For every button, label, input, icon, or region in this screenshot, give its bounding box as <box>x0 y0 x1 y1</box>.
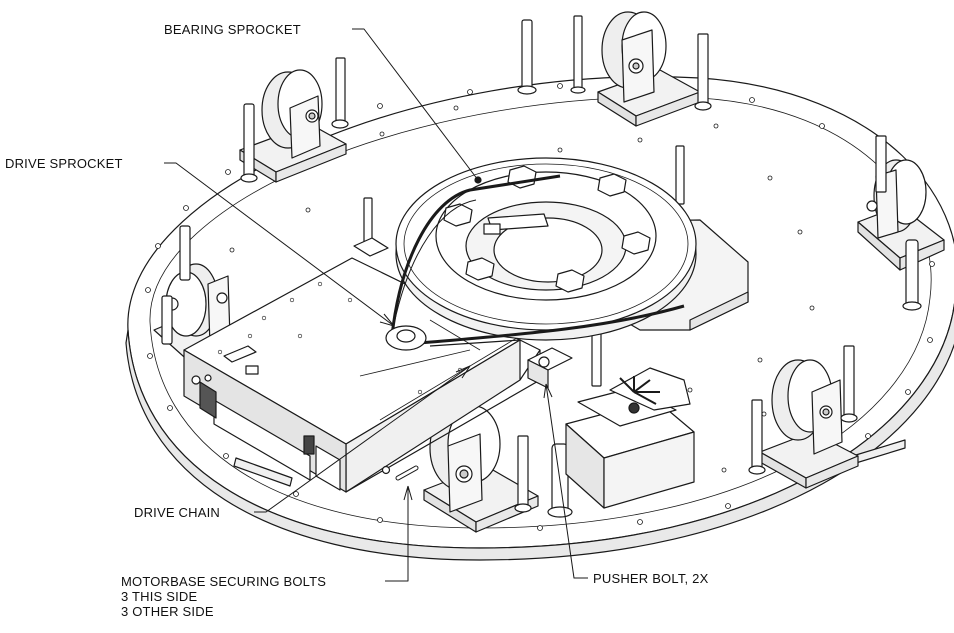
label-motorbase-securing-bolts: MOTORBASE SECURING BOLTS <box>120 574 328 589</box>
label-pusher-bolt: PUSHER BOLT, 2X <box>592 571 710 586</box>
drive-sprocket <box>385 325 427 351</box>
pusher-bolt <box>353 237 573 389</box>
studs <box>161 15 922 518</box>
caster-wheel <box>597 11 701 127</box>
label-drive-sprocket: DRIVE SPROCKET <box>4 156 124 171</box>
drive-chain <box>390 174 685 346</box>
label-drive-chain: DRIVE CHAIN <box>133 505 221 520</box>
leader-lines <box>164 28 588 582</box>
caster-wheel <box>759 359 859 489</box>
motorbase-securing-bolt <box>381 465 419 481</box>
label-bearing-sprocket: BEARING SPROCKET <box>163 22 302 37</box>
label-other-side-count: 3 OTHER SIDE <box>120 604 215 619</box>
actuator-box <box>565 367 695 509</box>
label-this-side-count: 3 THIS SIDE <box>120 589 199 604</box>
plate-holes <box>145 83 935 531</box>
caster-wheel <box>239 69 347 183</box>
bearing-sprocket <box>395 157 697 341</box>
